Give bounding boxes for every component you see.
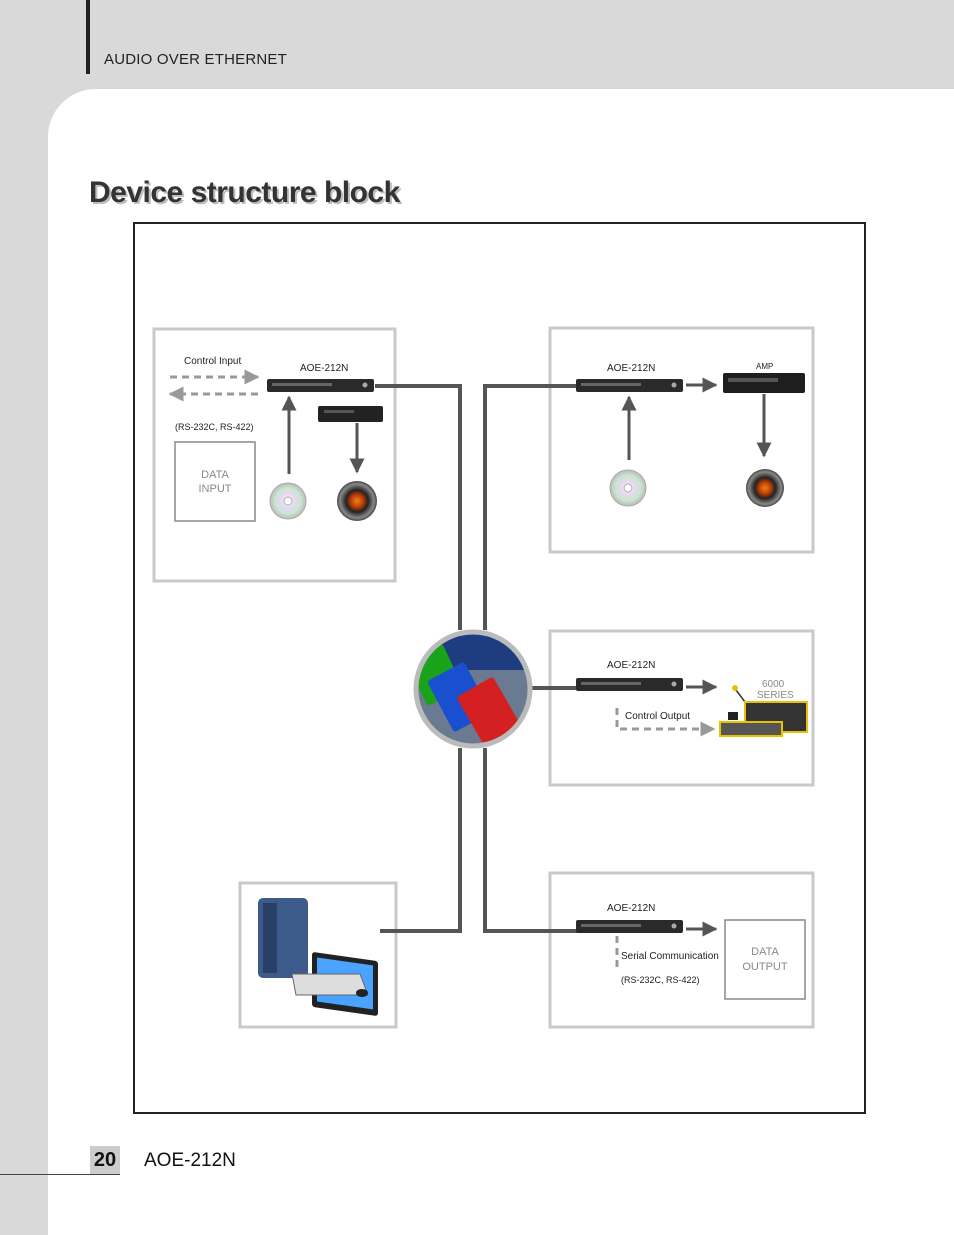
- rack-device-control: [576, 678, 683, 691]
- small-amp-device: [318, 406, 383, 422]
- serial-spec-input: (RS-232C, RS-422): [175, 422, 254, 432]
- data-input-line1: DATA: [201, 469, 229, 481]
- device-label-input: AOE-212N: [300, 363, 349, 374]
- computer-icon: [258, 898, 378, 1016]
- rack-device-amp: [576, 379, 683, 392]
- serial-communication-label: Serial Communication: [621, 951, 719, 962]
- data-output-line1: DATA: [751, 946, 779, 958]
- series-label-line1: 6000: [762, 679, 785, 690]
- speaker-icon: [337, 481, 377, 521]
- data-output-line2: OUTPUT: [742, 961, 788, 973]
- device-label-amp: AOE-212N: [607, 363, 656, 374]
- panel-amp: [548, 326, 815, 554]
- device-label-serial: AOE-212N: [607, 903, 656, 914]
- network-hub-icon: [413, 629, 533, 749]
- cd-icon: [609, 469, 647, 507]
- data-input-line2: INPUT: [198, 483, 232, 495]
- rack-device-input: [267, 379, 374, 392]
- data-output-box: [724, 919, 806, 1000]
- rack-device-serial: [576, 920, 683, 933]
- device-label-control: AOE-212N: [607, 660, 656, 671]
- speaker-icon: [746, 469, 784, 507]
- amp-device: [723, 373, 805, 393]
- footer-model: AOE-212N: [144, 1150, 236, 1171]
- control-output-label: Control Output: [625, 711, 691, 722]
- network-lines: [375, 384, 578, 933]
- amp-label: AMP: [756, 362, 774, 371]
- page-number: 20: [90, 1146, 120, 1174]
- serial-spec-output: (RS-232C, RS-422): [621, 975, 700, 985]
- data-input-box: [174, 441, 256, 522]
- control-input-label: Control Input: [184, 356, 242, 367]
- series-label-line2: SERIES: [757, 690, 794, 701]
- header-bar: [86, 0, 90, 74]
- series-6000-device: [719, 685, 808, 737]
- signal-arrows: [281, 377, 772, 937]
- header-title: AUDIO OVER ETHERNET: [104, 51, 287, 68]
- control-dashed-arrows: [168, 369, 716, 970]
- footer-line: [0, 1174, 120, 1175]
- section-title: Device structure block: [89, 176, 400, 209]
- cd-icon: [269, 482, 307, 520]
